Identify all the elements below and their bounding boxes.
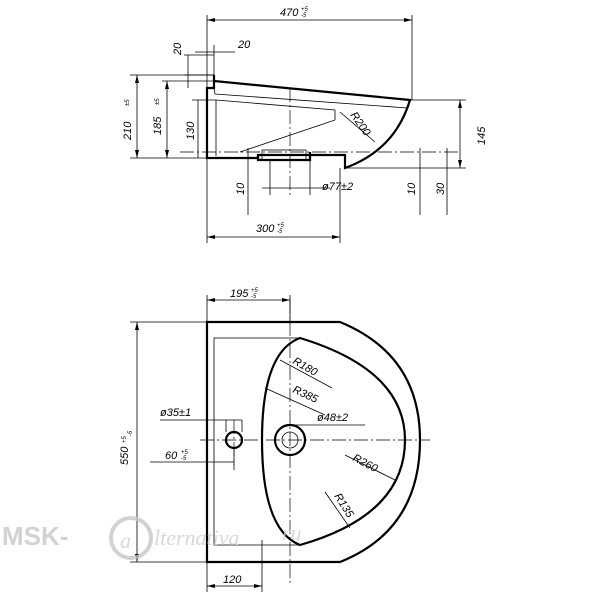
dim-300: 300 (256, 223, 275, 235)
watermark-logo-letter: a (120, 528, 131, 553)
watermark-brand-suffix: ru (282, 520, 302, 545)
side-view-bowl-line (213, 87, 409, 109)
dim-r180: R180 (291, 355, 321, 379)
dim-185-tol: ±5 (155, 98, 161, 105)
dim-60-tol: +5-5 (181, 450, 189, 462)
dim-210: 210 (122, 121, 134, 141)
dim-550-tol: +5-5 (122, 430, 134, 443)
side-view: 470 +5-5 20 20 210 ±5 185 ±5 130 R200 (122, 7, 488, 243)
dim-145: 145 (476, 126, 488, 145)
dim-300-tol: +5-5 (277, 223, 285, 235)
dim-drain-hole: ø48±2 (317, 412, 348, 424)
dim-tap-hole: ø35±1 (160, 407, 191, 419)
watermark-brand-right: lternativa (154, 525, 240, 550)
dim-130: 130 (185, 121, 197, 140)
side-view-drain-body (261, 149, 307, 161)
dim-r385: R385 (291, 384, 321, 406)
dim-r200: R200 (348, 110, 373, 139)
dim-210-tol: ±5 (125, 99, 131, 106)
top-view-bowl (260, 336, 407, 547)
dim-195: 195 (230, 288, 249, 300)
side-view-bowl-inner (215, 99, 336, 153)
dim-120: 120 (223, 574, 242, 586)
dim-10-left: 10 (235, 182, 247, 195)
dim-drain-diameter: ø77±2 (322, 181, 353, 193)
dim-470-tol: +5-5 (301, 7, 309, 19)
dim-60: 60 (165, 450, 178, 462)
dim-r260: R260 (351, 452, 381, 475)
dim-185: 185 (152, 116, 164, 135)
top-view-outline (205, 320, 422, 564)
dim-470: 470 (280, 7, 299, 19)
dim-550: 550 (119, 446, 131, 465)
watermark: MSK- a lternativa ru (2, 516, 302, 560)
dim-20-horizontal: 20 (237, 39, 251, 51)
dim-20-vertical: 20 (172, 42, 184, 56)
side-view-outline (205, 75, 412, 170)
watermark-logo-circle (109, 516, 153, 560)
dim-10-right: 10 (406, 182, 418, 195)
dim-30: 30 (435, 182, 447, 195)
drain-hole-inner (281, 431, 299, 449)
dim-195-tol: +5-5 (251, 288, 259, 300)
watermark-brand-left: MSK- (2, 521, 68, 551)
